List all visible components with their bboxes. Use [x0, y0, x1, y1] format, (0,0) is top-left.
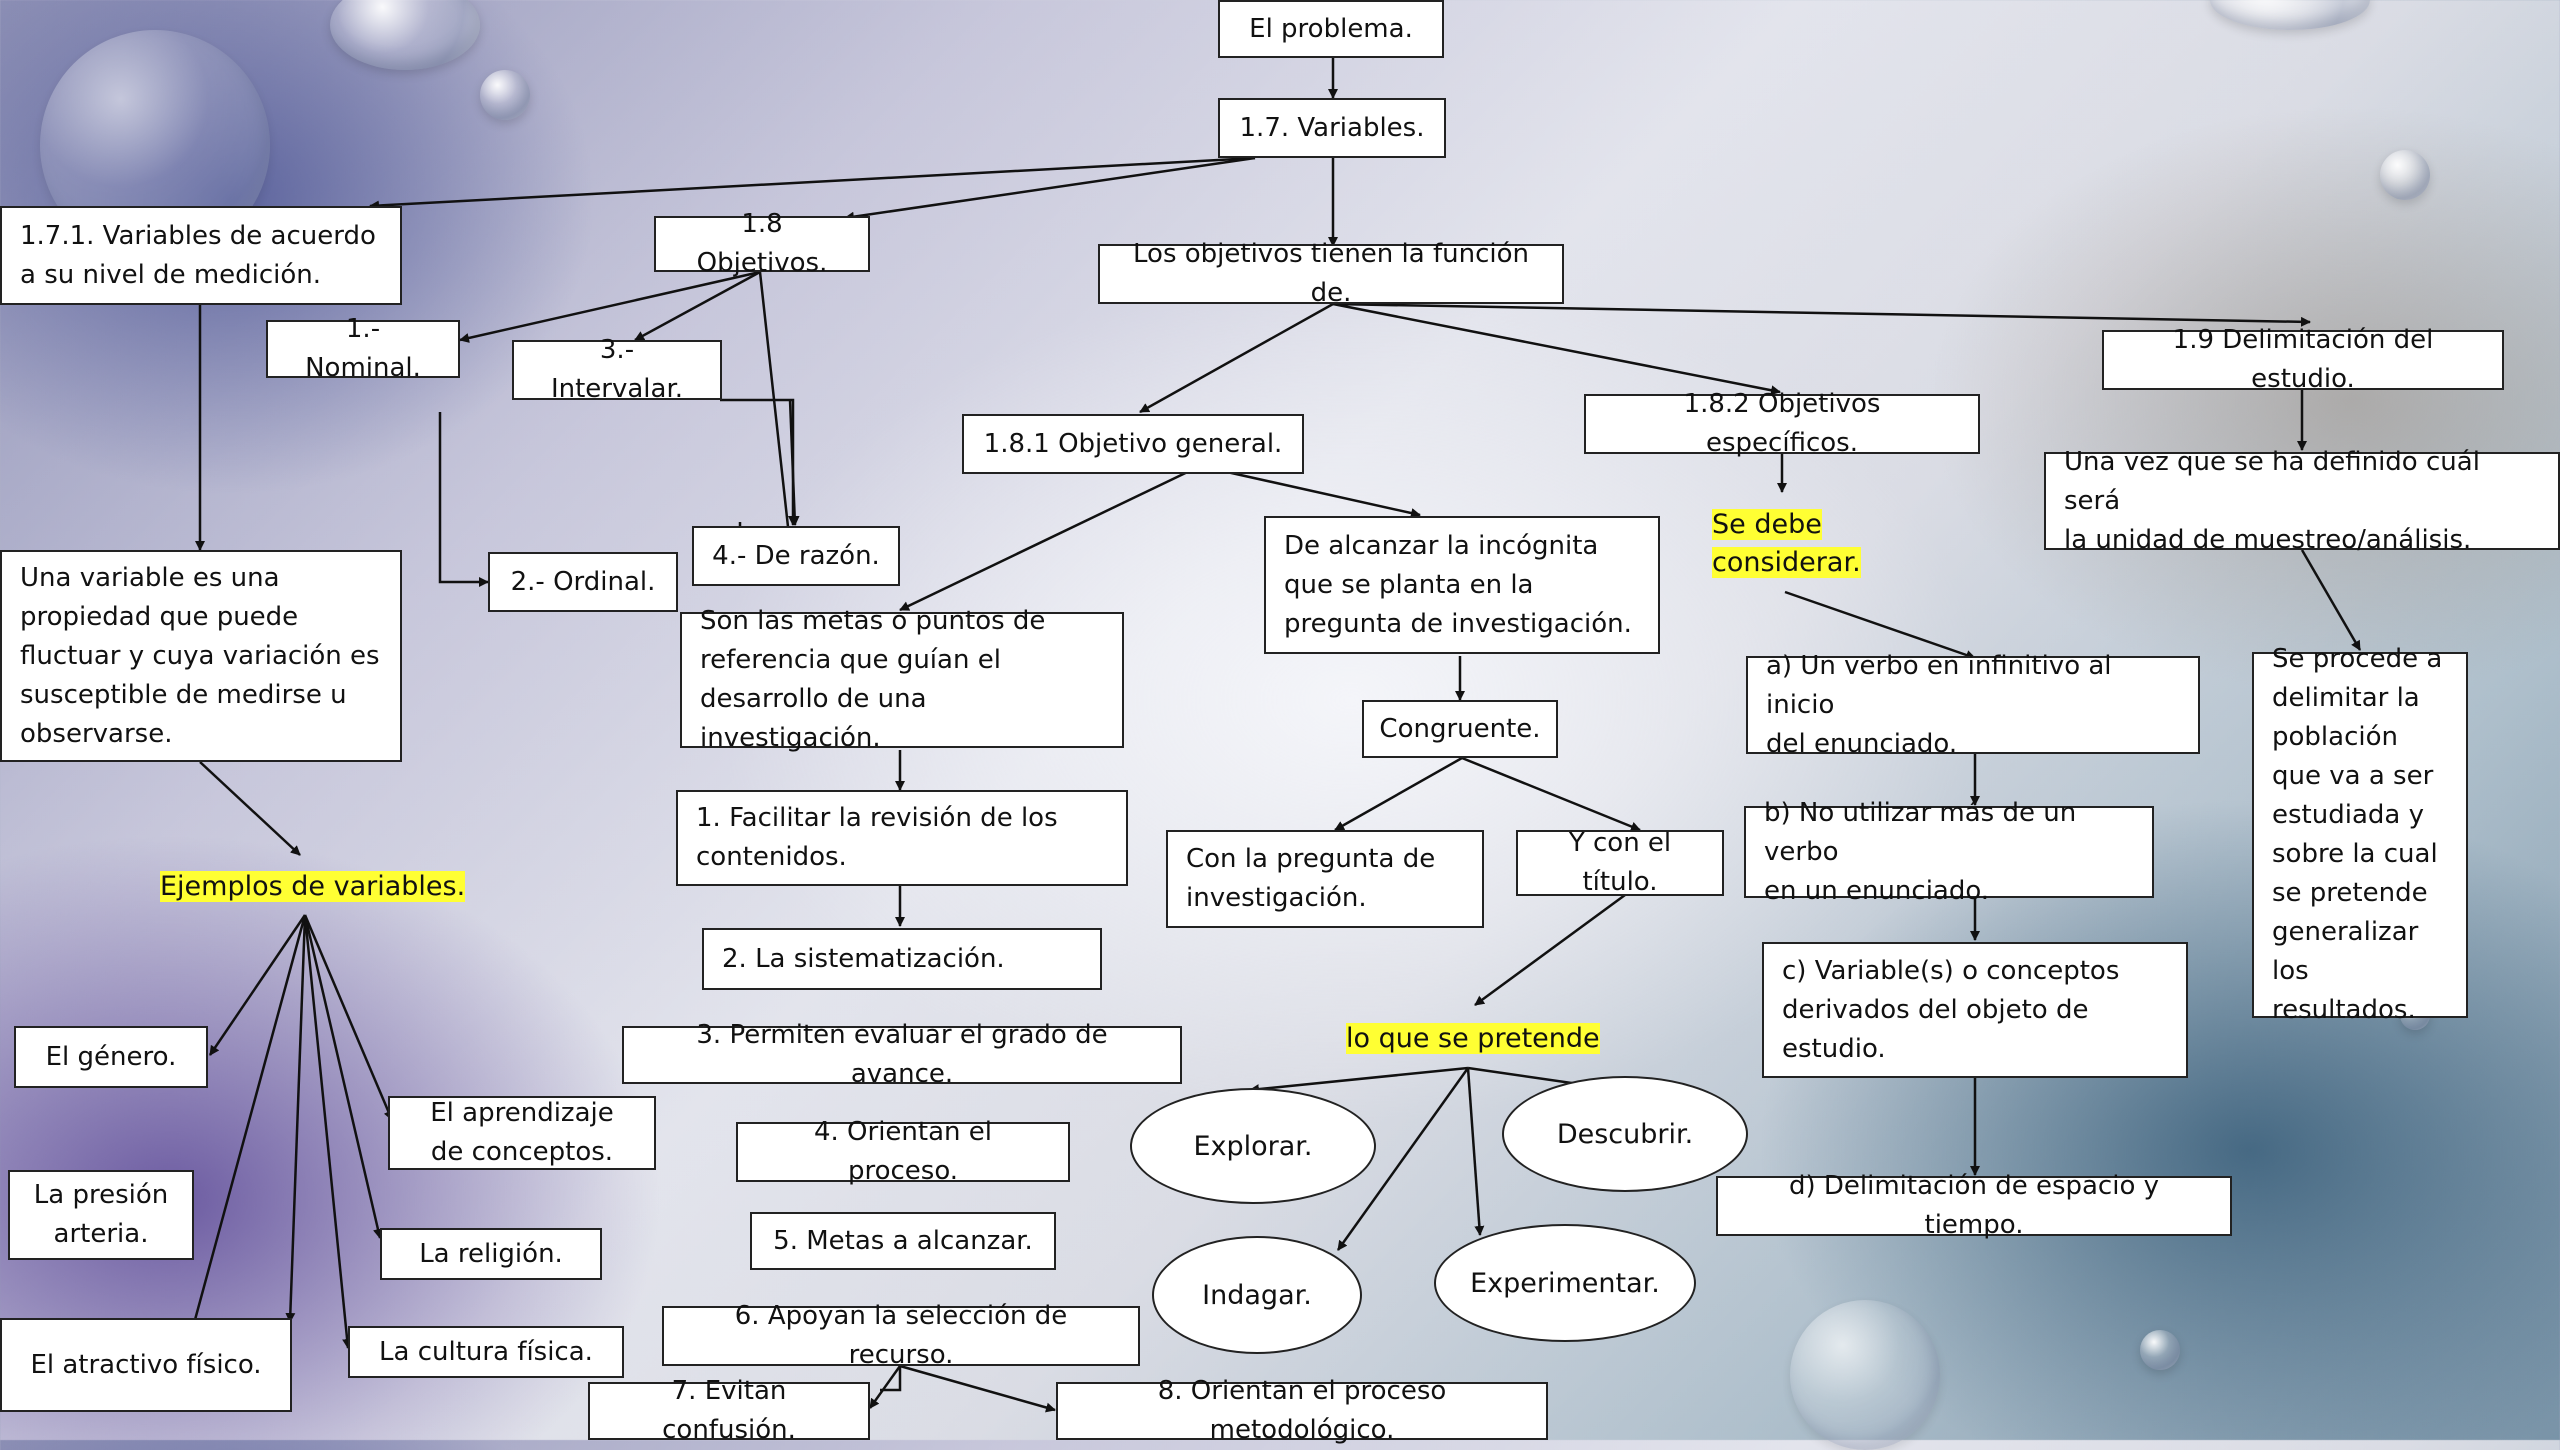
- node-incognita: De alcanzar la incógnita que se planta e…: [1264, 516, 1660, 654]
- node-delimitacion-estudio: 1.9 Delimitación del estudio.: [2102, 325, 2504, 394]
- node-f7: 7. Evitan confusión.: [588, 1376, 870, 1445]
- node-variables: 1.7. Variables.: [1218, 98, 1446, 158]
- water-bubble: [330, 0, 480, 70]
- node-el-problema: El problema.: [1218, 0, 1444, 58]
- node-cultura: La cultura física.: [348, 1326, 624, 1378]
- node-f5: 5. Metas a alcanzar.: [750, 1212, 1056, 1270]
- node-objetivo-general: 1.8.1 Objetivo general.: [962, 414, 1304, 474]
- node-b-verbo: b) No utilizar más de un verbo en un enu…: [1744, 798, 2154, 906]
- node-nominal: 1.- Nominal.: [266, 314, 460, 383]
- node-aprendizaje: El aprendizaje de conceptos.: [388, 1096, 656, 1170]
- node-se-debe: Se debe considerar.: [1712, 509, 1861, 578]
- node-f8: 8. Orientan el proceso metodológico.: [1056, 1376, 1548, 1445]
- node-ordinal: 2.- Ordinal.: [488, 552, 678, 612]
- node-presion: La presión arteria.: [8, 1170, 194, 1260]
- node-ejemplos: Ejemplos de variables.: [160, 871, 466, 902]
- oval-explorar: Explorar.: [1130, 1088, 1376, 1204]
- node-atractivo: El atractivo físico.: [0, 1318, 292, 1412]
- node-d-delimitacion: d) Delimitación de espacio y tiempo.: [1716, 1171, 2232, 1240]
- water-bubble: [2140, 1330, 2180, 1370]
- water-bubble: [1790, 1300, 1940, 1450]
- oval-descubrir: Descubrir.: [1502, 1076, 1748, 1192]
- node-con-titulo: Y con el título.: [1516, 828, 1724, 897]
- node-genero: El género.: [14, 1026, 208, 1088]
- node-f1: 1. Facilitar la revisión de los contenid…: [676, 790, 1128, 886]
- node-a-verbo: a) Un verbo en infinitivo al inicio del …: [1746, 651, 2200, 759]
- node-razon: 4.- De razón.: [692, 526, 900, 586]
- node-intervalar: 3.- Intervalar.: [512, 335, 722, 404]
- node-religion: La religión.: [380, 1228, 602, 1280]
- node-muestreo: Una vez que se ha definido cuál será la …: [2044, 447, 2560, 555]
- node-nivel-medicion: 1.7.1. Variables de acuerdo a su nivel d…: [0, 206, 402, 305]
- node-f2: 2. La sistematización.: [702, 928, 1102, 990]
- node-f3: 3. Permiten evaluar el grado de avance.: [622, 1020, 1182, 1089]
- oval-indagar: Indagar.: [1152, 1236, 1362, 1354]
- water-bubble: [480, 70, 530, 120]
- water-bubble: [2380, 150, 2430, 200]
- node-f6: 6. Apoyan la selección de recurso.: [662, 1301, 1140, 1370]
- node-con-pregunta: Con la pregunta de investigación.: [1166, 830, 1484, 928]
- node-f4: 4. Orientan el proceso.: [736, 1117, 1070, 1186]
- oval-experimentar: Experimentar.: [1434, 1224, 1696, 1342]
- node-definicion-variable: Una variable es una propiedad que puede …: [0, 550, 402, 762]
- node-poblacion: Se procede a delimitar la población que …: [2252, 644, 2468, 1025]
- node-c-variables: c) Variable(s) o conceptos derivados del…: [1762, 942, 2188, 1078]
- node-especificos: 1.8.2 Objetivos específicos.: [1584, 389, 1980, 458]
- node-objetivos: 1.8 Objetivos.: [654, 209, 870, 278]
- node-funcion: Los objetivos tienen la función de.: [1098, 239, 1564, 308]
- node-congruente: Congruente.: [1362, 700, 1558, 758]
- node-lo-que: lo que se pretende: [1346, 1023, 1600, 1054]
- node-metas-def: Son las metas o puntos de referencia que…: [680, 606, 1124, 753]
